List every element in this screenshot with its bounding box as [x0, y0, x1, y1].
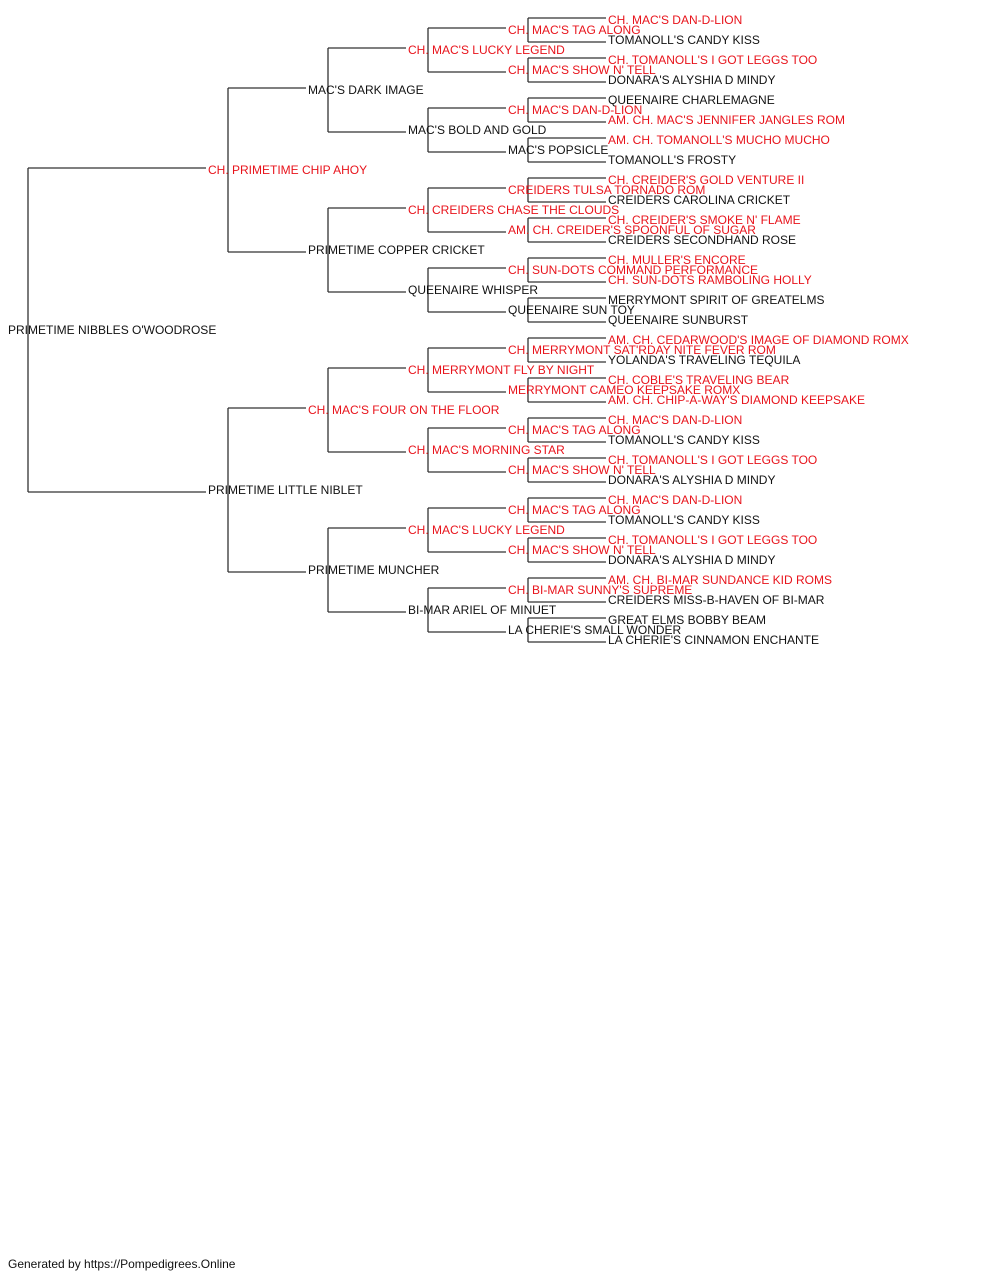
pedigree-entry-primetime-nibbles-o-woodrose: PRIMETIME NIBBLES O'WOODROSE [8, 323, 216, 337]
pedigree-entry-tomanoll-s-candy-kiss: TOMANOLL'S CANDY KISS [608, 513, 760, 527]
pedigree-entry-mac-s-dark-image: MAC'S DARK IMAGE [308, 83, 424, 97]
pedigree-entry-creiders-secondhand-rose: CREIDERS SECONDHAND ROSE [608, 233, 796, 247]
pedigree-entry-ch-mac-s-show-n-tell: CH. MAC'S SHOW N' TELL [508, 463, 656, 477]
pedigree-entry-ch-sun-dots-command-performance: CH. SUN-DOTS COMMAND PERFORMANCE [508, 263, 758, 277]
pedigree-entry-ch-mac-s-lucky-legend: CH. MAC'S LUCKY LEGEND [408, 43, 565, 57]
pedigree-entry-ch-muller-s-encore: CH. MULLER'S ENCORE [608, 253, 746, 267]
pedigree-entry-ch-creider-s-smoke-n-flame: CH. CREIDER'S SMOKE N' FLAME [608, 213, 801, 227]
pedigree-entry-ch-mac-s-lucky-legend: CH. MAC'S LUCKY LEGEND [408, 523, 565, 537]
pedigree-entry-ch-tomanoll-s-i-got-leggs-too: CH. TOMANOLL'S I GOT LEGGS TOO [608, 533, 817, 547]
pedigree-entry-queenaire-sunburst: QUEENAIRE SUNBURST [608, 313, 749, 327]
pedigree-entry-creiders-miss-b-haven-of-bi-mar: CREIDERS MISS-B-HAVEN OF BI-MAR [608, 593, 825, 607]
pedigree-entry-am-ch-chip-a-way-s-diamond-keepsake: AM. CH. CHIP-A-WAY'S DIAMOND KEEPSAKE [608, 393, 865, 407]
pedigree-entry-am-ch-mac-s-jennifer-jangles-rom: AM. CH. MAC'S JENNIFER JANGLES ROM [608, 113, 845, 127]
pedigree-entry-donara-s-alyshia-d-mindy: DONARA'S ALYSHIA D MINDY [608, 553, 775, 567]
pedigree-entry-am-ch-creider-s-spoonful-of-sugar: AM. CH. CREIDER'S SPOONFUL OF SUGAR [508, 223, 756, 237]
pedigree-entry-donara-s-alyshia-d-mindy: DONARA'S ALYSHIA D MINDY [608, 473, 775, 487]
pedigree-entry-great-elms-bobby-beam: GREAT ELMS BOBBY BEAM [608, 613, 766, 627]
pedigree-entry-mac-s-popsicle: MAC'S POPSICLE [508, 143, 608, 157]
pedigree-entry-merrymont-spirit-of-greatelms: MERRYMONT SPIRIT OF GREATELMS [608, 293, 824, 307]
pedigree-entry-donara-s-alyshia-d-mindy: DONARA'S ALYSHIA D MINDY [608, 73, 775, 87]
pedigree-entry-ch-mac-s-show-n-tell: CH. MAC'S SHOW N' TELL [508, 543, 656, 557]
pedigree-entry-primetime-copper-cricket: PRIMETIME COPPER CRICKET [308, 243, 485, 257]
pedigree-entry-primetime-muncher: PRIMETIME MUNCHER [308, 563, 440, 577]
pedigree-entry-ch-merrymont-fly-by-night: CH. MERRYMONT FLY BY NIGHT [408, 363, 595, 377]
pedigree-entry-queenaire-charlemagne: QUEENAIRE CHARLEMAGNE [608, 93, 775, 107]
pedigree-entry-ch-mac-s-tag-along: CH. MAC'S TAG ALONG [508, 423, 641, 437]
pedigree-entry-primetime-little-niblet: PRIMETIME LITTLE NIBLET [208, 483, 363, 497]
pedigree-entry-ch-mac-s-dan-d-lion: CH. MAC'S DAN-D-LION [608, 413, 742, 427]
pedigree-entry-ch-mac-s-dan-d-lion: CH. MAC'S DAN-D-LION [608, 13, 742, 27]
pedigree-entry-yolanda-s-traveling-tequila: YOLANDA'S TRAVELING TEQUILA [608, 353, 800, 367]
pedigree-entry-tomanoll-s-frosty: TOMANOLL'S FROSTY [608, 153, 736, 167]
pedigree-entry-ch-tomanoll-s-i-got-leggs-too: CH. TOMANOLL'S I GOT LEGGS TOO [608, 53, 817, 67]
generated-by-footer: Generated by https://Pompedigrees.Online [8, 1257, 236, 1271]
pedigree-entry-ch-mac-s-four-on-the-floor: CH. MAC'S FOUR ON THE FLOOR [308, 403, 500, 417]
pedigree-entry-queenaire-sun-toy: QUEENAIRE SUN TOY [508, 303, 635, 317]
pedigree-entry-ch-merrymont-sat-rday-nite-fever-rom: CH. MERRYMONT SAT'RDAY NITE FEVER ROM [508, 343, 776, 357]
pedigree-entry-ch-sun-dots-ramboling-holly: CH. SUN-DOTS RAMBOLING HOLLY [608, 273, 812, 287]
pedigree-entry-am-ch-tomanoll-s-mucho-mucho: AM. CH. TOMANOLL'S MUCHO MUCHO [608, 133, 830, 147]
pedigree-entry-ch-creider-s-gold-venture-ii: CH. CREIDER'S GOLD VENTURE II [608, 173, 804, 187]
pedigree-entry-ch-mac-s-show-n-tell: CH. MAC'S SHOW N' TELL [508, 63, 656, 77]
pedigree-entry-am-ch-bi-mar-sundance-kid-roms: AM. CH. BI-MAR SUNDANCE KID ROMS [608, 573, 832, 587]
pedigree-entry-ch-mac-s-tag-along: CH. MAC'S TAG ALONG [508, 503, 641, 517]
pedigree-entry-queenaire-whisper: QUEENAIRE WHISPER [408, 283, 538, 297]
pedigree-entry-la-cherie-s-cinnamon-enchante: LA CHERIE'S CINNAMON ENCHANTE [608, 633, 819, 647]
pedigree-entry-ch-mac-s-tag-along: CH. MAC'S TAG ALONG [508, 23, 641, 37]
pedigree-entry-creiders-tulsa-tornado-rom: CREIDERS TULSA TORNADO ROM [508, 183, 705, 197]
pedigree-entry-mac-s-bold-and-gold: MAC'S BOLD AND GOLD [408, 123, 547, 137]
pedigree-entry-ch-mac-s-morning-star: CH. MAC'S MORNING STAR [408, 443, 565, 457]
pedigree-entry-tomanoll-s-candy-kiss: TOMANOLL'S CANDY KISS [608, 433, 760, 447]
pedigree-entry-bi-mar-ariel-of-minuet: BI-MAR ARIEL OF MINUET [408, 603, 557, 617]
pedigree-entry-ch-primetime-chip-ahoy: CH. PRIMETIME CHIP AHOY [208, 163, 367, 177]
pedigree-entry-ch-coble-s-traveling-bear: CH. COBLE'S TRAVELING BEAR [608, 373, 790, 387]
pedigree-entry-tomanoll-s-candy-kiss: TOMANOLL'S CANDY KISS [608, 33, 760, 47]
pedigree-entry-am-ch-cedarwood-s-image-of-diamond-romx: AM. CH. CEDARWOOD'S IMAGE OF DIAMOND ROM… [608, 333, 909, 347]
pedigree-entry-creiders-carolina-cricket: CREIDERS CAROLINA CRICKET [608, 193, 791, 207]
pedigree-entry-ch-tomanoll-s-i-got-leggs-too: CH. TOMANOLL'S I GOT LEGGS TOO [608, 453, 817, 467]
pedigree-entry-merrymont-cameo-keepsake-romx: MERRYMONT CAMEO KEEPSAKE ROMX [508, 383, 740, 397]
pedigree-entry-ch-creiders-chase-the-clouds: CH. CREIDERS CHASE THE CLOUDS [408, 203, 619, 217]
pedigree-entry-la-cherie-s-small-wonder: LA CHERIE'S SMALL WONDER [508, 623, 682, 637]
pedigree-entry-ch-mac-s-dan-d-lion: CH. MAC'S DAN-D-LION [508, 103, 642, 117]
pedigree-entry-ch-mac-s-dan-d-lion: CH. MAC'S DAN-D-LION [608, 493, 742, 507]
pedigree-entry-ch-bi-mar-sunny-s-supreme: CH. BI-MAR SUNNY'S SUPREME [508, 583, 692, 597]
